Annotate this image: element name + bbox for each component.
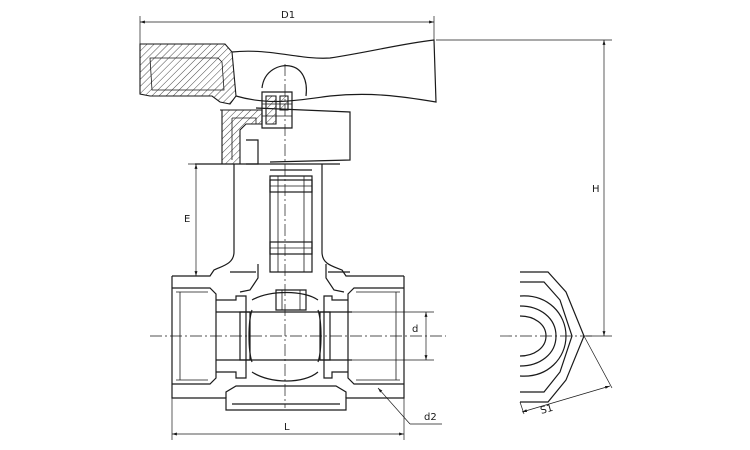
left-seat — [216, 295, 247, 379]
right-seat — [323, 295, 348, 379]
t-handle — [139, 39, 437, 165]
handle-hub — [261, 65, 307, 97]
body-outline — [171, 276, 405, 411]
valve-body — [171, 276, 405, 411]
end-view — [500, 271, 592, 403]
stem-bonnet — [172, 139, 404, 311]
right-port-thread — [347, 287, 404, 385]
valve-stem — [269, 175, 313, 273]
dim-d2-label: d2 — [424, 412, 437, 423]
dim-d2-leader — [377, 387, 411, 425]
dim-s1-line — [521, 385, 611, 413]
dim-d1-label: D1 — [281, 10, 295, 21]
dim-e-label: E — [184, 214, 190, 225]
ball — [251, 291, 319, 382]
dim-s1-label: S1 — [539, 403, 554, 417]
handle-left-wing-section — [139, 43, 237, 105]
body-neck — [172, 164, 235, 277]
dim-l-label: L — [284, 422, 290, 433]
dimensions: D1 H E d d2 L S1 — [139, 10, 613, 440]
dim-d-label: d — [412, 324, 418, 335]
dim-h-label: H — [592, 184, 600, 195]
